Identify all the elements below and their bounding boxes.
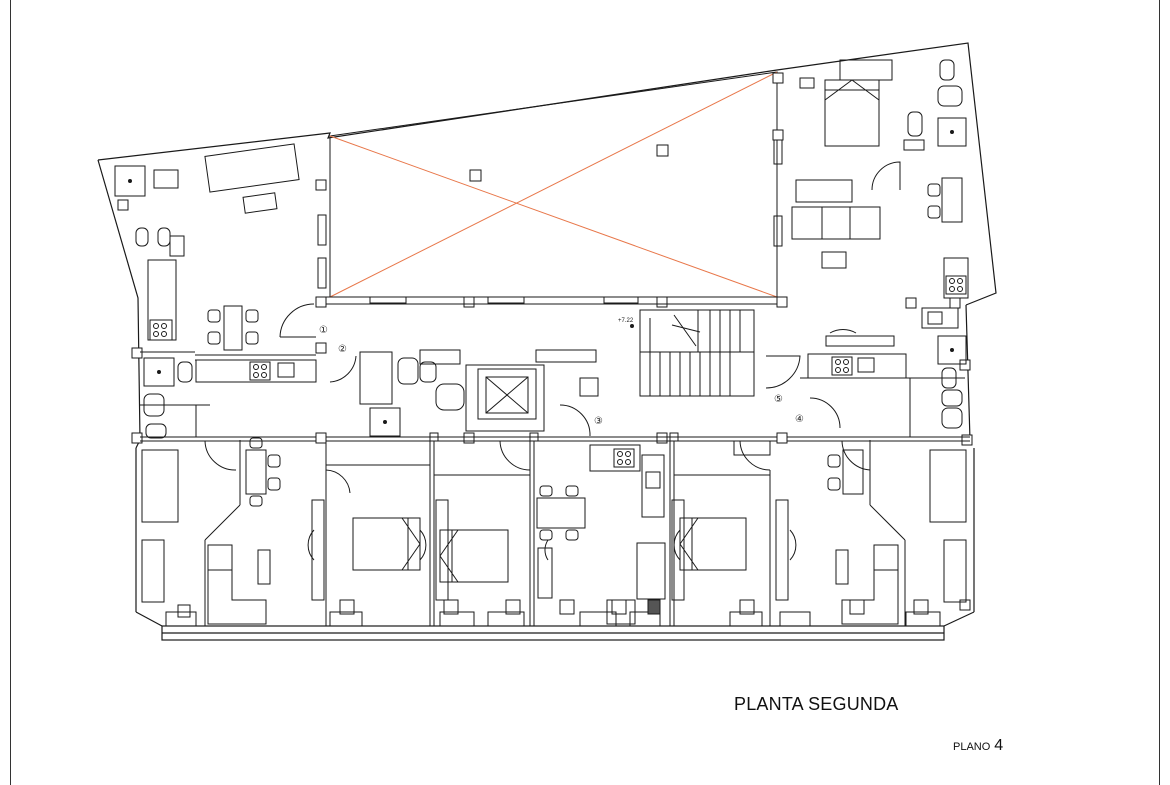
level-mark: +7.22 — [618, 318, 634, 324]
void-cross-line-b — [329, 71, 778, 298]
plan-label: PLANO — [953, 741, 991, 753]
elevator-shaft — [465, 364, 545, 432]
apartment-partitions — [204, 440, 906, 626]
marker-1: ① — [319, 325, 328, 336]
sheet-frame-right — [1159, 0, 1160, 785]
kitchens — [147, 257, 969, 518]
marker-3: ③ — [594, 416, 603, 427]
beds — [141, 79, 967, 603]
void-cross-line-a — [329, 135, 778, 298]
bathrooms — [114, 59, 967, 439]
courtyard-windows — [317, 139, 783, 304]
corridor-walls — [140, 296, 970, 442]
marker-2: ② — [338, 344, 347, 355]
staircase — [639, 309, 755, 397]
plan-number: 4 — [994, 737, 1004, 754]
building-outline — [97, 42, 997, 641]
sheet-frame-left — [10, 0, 11, 785]
sheet-title: PLANTA SEGUNDA — [734, 694, 899, 714]
annotation-marks: +7.22 ① ② ③ ④ ⑤ — [319, 318, 804, 427]
marker-4: ④ — [795, 414, 804, 425]
marker-5: ⑤ — [774, 394, 783, 405]
courtyard-void — [329, 71, 778, 298]
door-swings — [204, 161, 901, 561]
dining-sets — [207, 177, 963, 541]
facade-windows — [165, 599, 941, 627]
